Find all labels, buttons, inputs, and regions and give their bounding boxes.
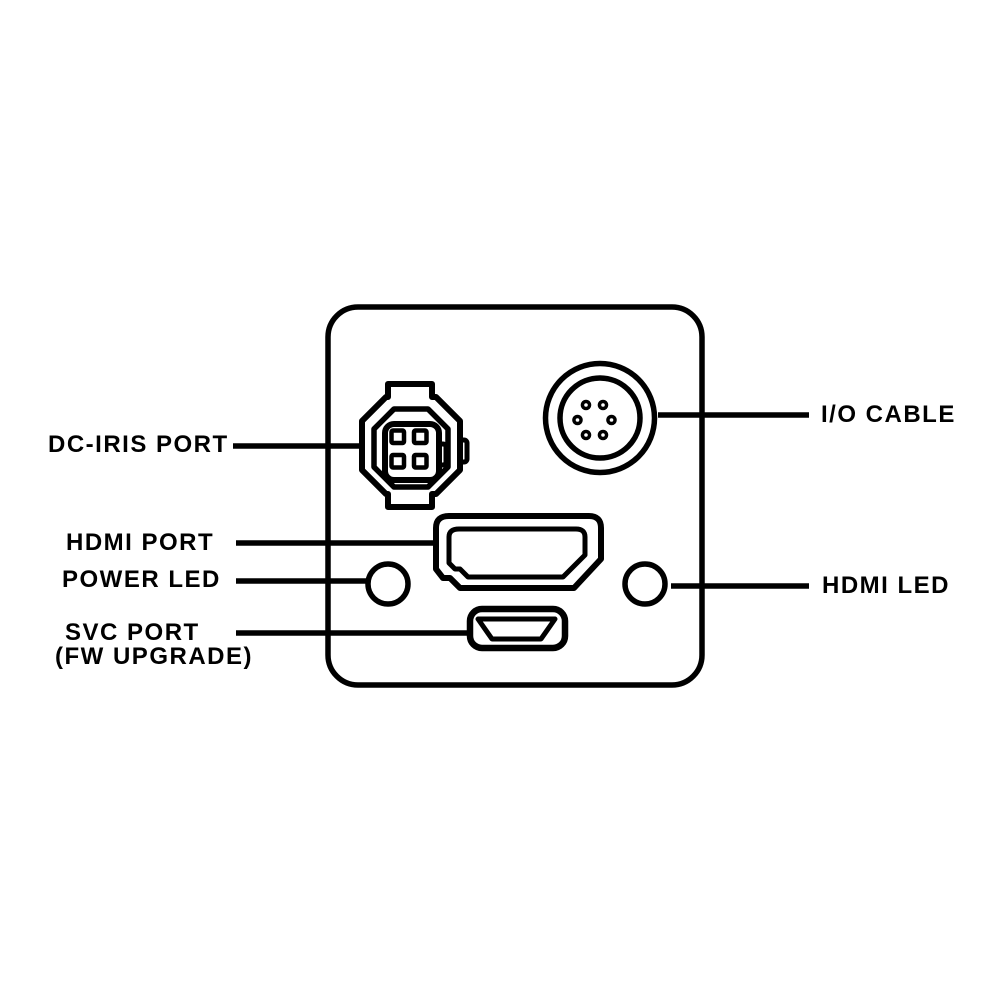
- power-led-indicator-icon: [365, 561, 411, 607]
- dc-iris-pin-bottom-left: [389, 452, 407, 470]
- dc-iris-pin-top-right: [411, 428, 429, 446]
- callout-lines: [233, 412, 809, 636]
- label-hdmi-led: HDMI LED: [822, 572, 950, 599]
- label-power-led: POWER LED: [62, 566, 221, 593]
- hdmi-led-indicator-icon: [622, 561, 668, 607]
- label-io-cable: I/O CABLE: [821, 401, 956, 428]
- micro-usb-connector-icon: [466, 605, 569, 652]
- dc-iris-pin-bottom-right: [411, 452, 429, 470]
- io-connector-inner-ring: [557, 375, 643, 461]
- label-svc-port-fw-upgrade: (FW UPGRADE): [55, 643, 253, 670]
- io-circular-connector-icon: [542, 360, 658, 476]
- hdmi-inner-outline: [446, 526, 588, 580]
- dc-iris-connector-icon: [359, 381, 470, 510]
- hdmi-connector-icon: [433, 513, 604, 591]
- dc-iris-pin-top-left: [389, 428, 407, 446]
- label-hdmi-port: HDMI PORT: [66, 529, 215, 556]
- micro-usb-inner-outline: [475, 616, 558, 642]
- io-connector-pins: [572, 399, 617, 441]
- label-svc-port: SVC PORT: [65, 619, 200, 646]
- label-dc-iris-port: DC-IRIS PORT: [48, 431, 229, 458]
